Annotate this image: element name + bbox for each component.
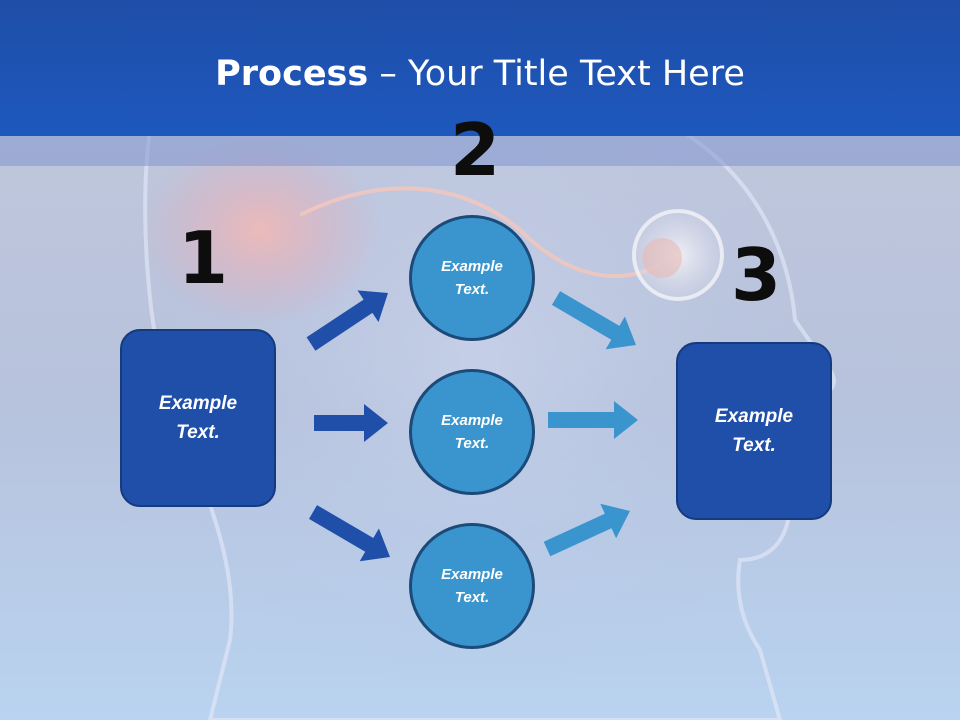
eye-pupil — [642, 238, 682, 278]
brain-glow — [140, 135, 380, 325]
arrow-middle-to-3 — [548, 401, 638, 439]
step-box-3[interactable]: Example Text. — [676, 342, 832, 520]
step-number-1: 1 — [178, 216, 229, 300]
step-circle-top[interactable]: Example Text. — [409, 215, 535, 341]
arrow-bottom-to-3 — [543, 503, 630, 557]
arrow-1-to-middle — [314, 404, 388, 442]
arrow-1-to-bottom — [309, 505, 390, 562]
step-circle-middle-label: Example Text. — [441, 412, 503, 452]
step-circle-middle[interactable]: Example Text. — [409, 369, 535, 495]
title-rest: – Your Title Text Here — [368, 54, 745, 94]
step-box-1[interactable]: Example Text. — [120, 329, 276, 507]
step-box-1-label: Example Text. — [158, 393, 238, 443]
step-circle-top-label: Example Text. — [441, 258, 503, 298]
step-number-3: 3 — [731, 233, 782, 317]
arrow-1-to-top — [306, 290, 388, 351]
slide-title: Process – Your Title Text Here — [0, 52, 960, 96]
step-circle-bottom-label: Example Text. — [441, 566, 503, 606]
arrow-top-to-3 — [551, 291, 636, 350]
title-strip — [0, 136, 960, 166]
step-number-2: 2 — [450, 108, 501, 192]
optic-nerve — [299, 186, 661, 279]
step-circle-bottom[interactable]: Example Text. — [409, 523, 535, 649]
title-bold: Process — [215, 54, 369, 94]
step-box-3-label: Example Text. — [714, 406, 794, 456]
title-bar — [0, 0, 960, 136]
